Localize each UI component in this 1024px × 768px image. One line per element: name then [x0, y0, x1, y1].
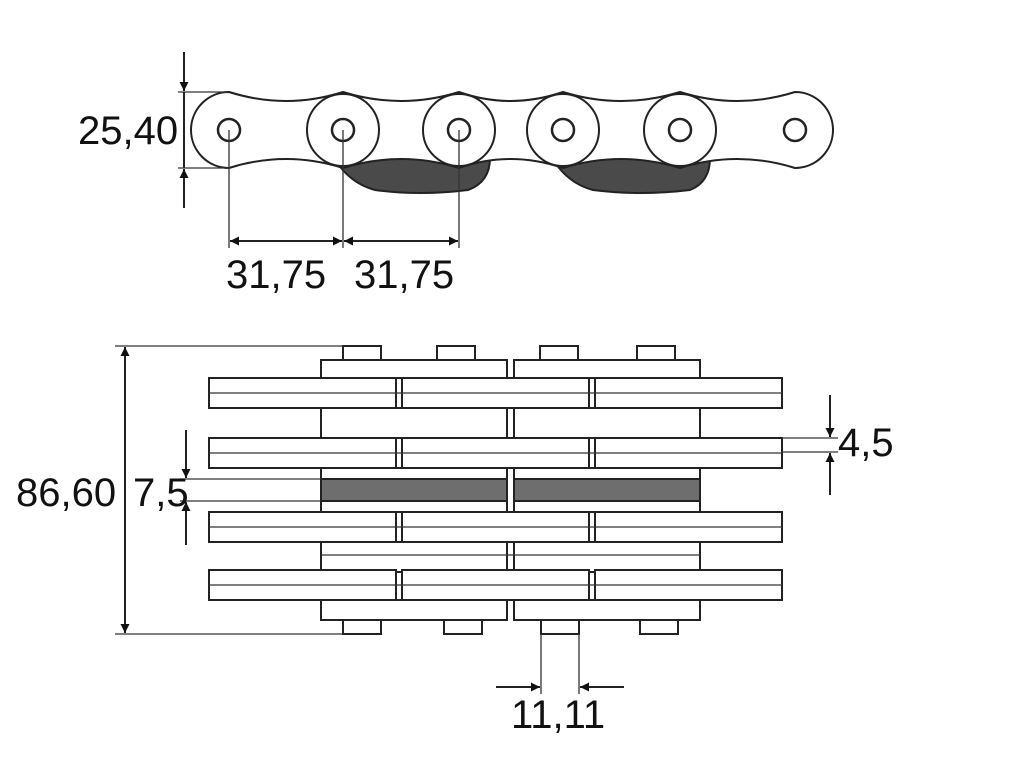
plate-end-5: [643, 93, 717, 167]
dim-roller-width: 11,11: [496, 634, 624, 737]
plate-midlines: [209, 392, 782, 586]
label-plate-thickness: 4,5: [838, 421, 894, 465]
side-chain-outline: [190, 90, 834, 170]
pin-head-bottom-4: [639, 619, 679, 635]
pin-head-bottom-3: [540, 619, 580, 635]
pin-head-top-2: [436, 345, 476, 361]
pin-head-bottom-2: [443, 619, 483, 635]
pin-head-top-4: [636, 345, 676, 361]
top-view: 86,60 7,5 4,5 11,11: [16, 345, 894, 737]
dim-inner-gap: 7,5: [133, 430, 321, 545]
dim-pitch: 31,75 31,75: [226, 130, 460, 297]
pin-head-top-3: [539, 345, 579, 361]
pin-4: [550, 117, 576, 143]
label-pitch-left: 31,75: [226, 253, 326, 297]
pin-6: [782, 117, 808, 143]
label-plate-height: 25,40: [78, 109, 178, 153]
label-overall-width: 86,60: [16, 471, 116, 515]
label-roller-width: 11,11: [511, 693, 605, 737]
label-inner-gap: 7,5: [133, 471, 189, 515]
pin-head-bottom-1: [342, 619, 382, 635]
label-pitch-right: 31,75: [354, 253, 454, 297]
inner-band-left: [320, 478, 508, 502]
plate-end-4: [526, 93, 600, 167]
dim-plate-height: 25,40: [78, 52, 228, 208]
pin-head-top-1: [342, 345, 382, 361]
pin-5: [667, 117, 693, 143]
side-view: 25,40 31,75 31,75: [78, 52, 834, 297]
inner-band-right: [513, 478, 701, 502]
dim-overall-width: 86,60: [16, 345, 343, 635]
dim-plate-thickness: 4,5: [782, 395, 894, 495]
